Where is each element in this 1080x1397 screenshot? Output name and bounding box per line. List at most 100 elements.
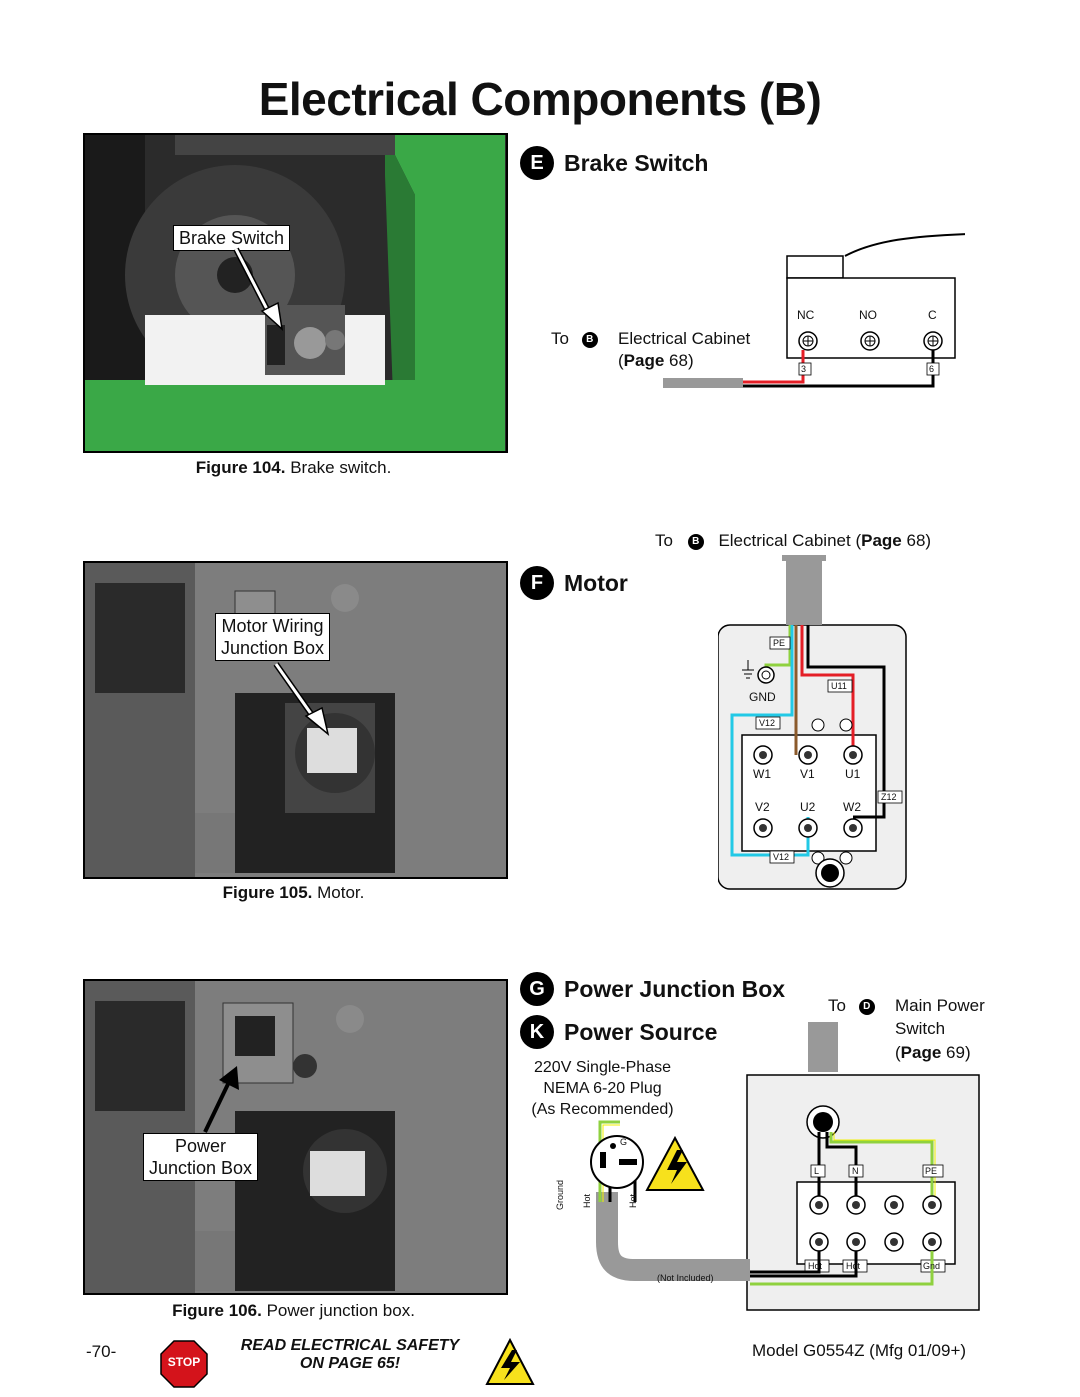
power-page-num: 69 xyxy=(946,1043,965,1062)
figure-106-text: Power junction box. xyxy=(266,1301,415,1320)
motor-wiring-callout-line1: Motor Wiring xyxy=(221,616,324,636)
motor-tag-u11: U11 xyxy=(831,681,847,691)
plug-description: 220V Single-Phase NEMA 6-20 Plug (As Rec… xyxy=(520,1057,685,1120)
motor-to-label: To B Electrical Cabinet (Page 68) xyxy=(655,531,931,551)
motor-terminal-w2: W2 xyxy=(843,800,861,814)
power-tag-hot-2: Hot xyxy=(846,1261,861,1271)
motor-tag-z12: Z12 xyxy=(881,792,897,802)
section-e-heading: E Brake Switch xyxy=(520,146,708,180)
power-dest-line2: Switch xyxy=(895,1019,946,1038)
model-info: Model G0554Z (Mfg 01/09+) xyxy=(752,1341,967,1360)
motor-wiring-callout-line2: Junction Box xyxy=(221,638,325,658)
motor-terminal-w1: W1 xyxy=(753,767,771,781)
figure-105-text: Motor. xyxy=(317,883,365,902)
plug-line3: (As Recommended) xyxy=(531,1101,674,1118)
figure-105-caption: Figure 105. Motor. xyxy=(83,883,504,903)
figure-104-label: Figure 104. xyxy=(195,458,286,477)
brake-page-ref: (Page 68) xyxy=(618,351,694,371)
page-number: -70- xyxy=(86,1342,117,1361)
brake-wire-tag-6: 6 xyxy=(929,364,935,374)
brake-switch-callout: Brake Switch xyxy=(173,225,291,251)
motor-terminal-u1: U1 xyxy=(845,767,861,781)
power-tag-l: L xyxy=(814,1166,820,1176)
electrical-safety-note: READ ELECTRICAL SAFETY ON PAGE 65! xyxy=(205,1337,495,1373)
safety-line2: ON PAGE 65! xyxy=(299,1355,401,1372)
power-page-open: ( xyxy=(895,1043,901,1062)
safety-line1: READ ELECTRICAL SAFETY xyxy=(240,1337,460,1354)
section-f-title: Motor xyxy=(564,569,628,596)
brake-to-label: To B xyxy=(551,329,598,349)
brake-terminal-no-screw xyxy=(860,331,880,351)
power-tag-hot-1: Hot xyxy=(808,1261,823,1271)
brake-page-word: Page xyxy=(623,351,665,370)
brake-to-text: To xyxy=(551,329,569,348)
brake-page-open: ( xyxy=(618,351,624,370)
brake-terminal-nc-screw xyxy=(798,331,818,351)
section-g-heading: G Power Junction Box xyxy=(520,972,785,1006)
motor-wiring-arrow xyxy=(273,662,330,736)
plug-wire-hot-1: Hot xyxy=(582,1193,593,1209)
brake-terminal-no-label: NO xyxy=(859,308,877,322)
brake-terminal-c-screw xyxy=(923,331,943,351)
motor-page-close: ) xyxy=(925,531,932,550)
page-title: Electrical Components (B) xyxy=(258,73,822,125)
electrical-hazard-icon xyxy=(485,1338,535,1385)
plug-line1: 220V Single-Phase xyxy=(534,1059,671,1076)
power-to-text: To xyxy=(828,996,846,1015)
power-page-word: Page xyxy=(900,1043,942,1062)
motor-page-word: Page xyxy=(861,531,902,550)
brake-page-close: ) xyxy=(687,351,694,370)
power-junction-callout: Power Junction Box xyxy=(143,1133,259,1181)
brake-wire-tag-3: 3 xyxy=(801,364,807,374)
section-k-badge: K xyxy=(520,1015,554,1049)
section-e-badge: E xyxy=(520,146,554,180)
power-tag-pe: PE xyxy=(925,1166,938,1176)
plug-wire-ground: Ground xyxy=(555,1179,566,1211)
brake-to-badge: B xyxy=(581,331,598,348)
motor-terminal-v2: V2 xyxy=(755,800,770,814)
power-junction-arrow xyxy=(203,1066,239,1133)
section-k-title: Power Source xyxy=(564,1018,718,1045)
power-tag-n: N xyxy=(852,1166,859,1176)
figure-104-caption: Figure 104. Brake switch. xyxy=(83,458,504,478)
brake-switch-arrow xyxy=(233,247,284,331)
brake-switch-diagram xyxy=(663,233,965,388)
section-e-title: Brake Switch xyxy=(564,149,709,176)
brake-terminal-nc-label: NC xyxy=(797,308,815,322)
plug-ground-pin-label: G xyxy=(620,1137,628,1147)
section-k-heading: K Power Source xyxy=(520,1015,717,1049)
power-to-badge: D xyxy=(858,998,875,1015)
motor-wiring-callout: Motor Wiring Junction Box xyxy=(215,613,331,661)
power-dest-line1: Main Power xyxy=(895,996,985,1015)
figure-106-caption: Figure 106. Power junction box. xyxy=(83,1301,504,1321)
plug-line2: NEMA 6-20 Plug xyxy=(543,1080,662,1097)
power-junction-callout-line1: Power xyxy=(175,1136,227,1156)
brake-page-num: 68 xyxy=(669,351,688,370)
power-tag-gnd: Gnd xyxy=(923,1261,941,1271)
motor-tag-gnd: GND xyxy=(749,690,776,704)
motor-terminal-v1: V1 xyxy=(800,767,815,781)
power-wiring-diagram xyxy=(590,1022,980,1311)
cord-not-included: (Not Included) xyxy=(657,1273,714,1283)
motor-page-open: ( xyxy=(855,531,862,550)
brake-switch-photo xyxy=(83,133,508,453)
motor-to-text: To xyxy=(655,531,673,550)
figure-106-label: Figure 106. xyxy=(172,1301,262,1320)
motor-tag-pe: PE xyxy=(773,638,786,648)
stop-sign-icon: STOP xyxy=(160,1340,208,1388)
stop-sign-text: STOP xyxy=(167,1355,201,1369)
power-page-close: ) xyxy=(964,1043,971,1062)
section-f-badge: F xyxy=(520,566,554,600)
plug-wire-hot-2: Hot xyxy=(628,1193,639,1209)
motor-page-num: 68 xyxy=(906,531,926,550)
motor-to-badge: B xyxy=(687,533,704,550)
motor-tag-v12-bottom: V12 xyxy=(773,852,790,862)
power-to-label: To D xyxy=(828,996,875,1016)
section-g-title: Power Junction Box xyxy=(564,975,786,1002)
section-f-heading: F Motor xyxy=(520,566,628,600)
motor-terminal-u2: U2 xyxy=(800,800,816,814)
power-junction-callout-line2: Junction Box xyxy=(149,1158,253,1178)
figure-104-text: Brake switch. xyxy=(290,458,392,477)
section-g-badge: G xyxy=(520,972,554,1006)
motor-tag-v12-top: V12 xyxy=(759,718,776,728)
